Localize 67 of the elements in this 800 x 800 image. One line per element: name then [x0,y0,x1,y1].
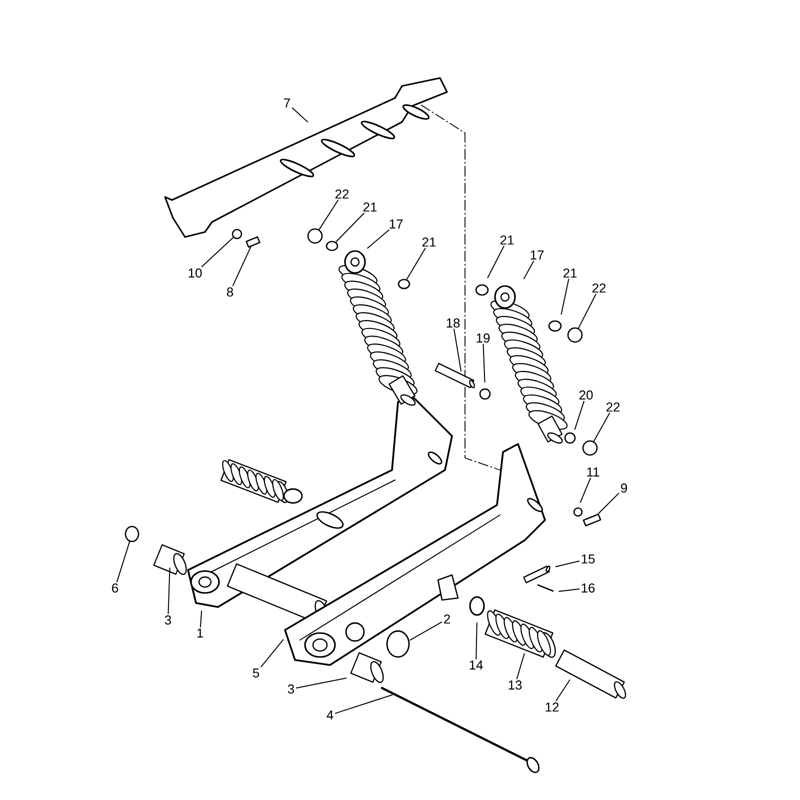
callout-number: 5 [250,666,262,680]
callout-number: 2 [442,612,452,626]
leader-line [410,622,442,641]
callout-number: 21 [361,200,379,214]
leader-line [296,678,347,688]
hardware-part [582,440,598,456]
callout-number: 22 [333,188,351,200]
callout-number: 3 [286,682,296,696]
leader-line [367,230,390,249]
leader-line [487,246,504,278]
leader-line [292,107,308,122]
bolt [246,236,260,248]
callout-number: 22 [590,282,608,294]
callout-number: 9 [618,482,630,494]
leader-line [116,541,130,582]
hardware-part [124,526,140,542]
leader-line [556,680,570,702]
callout-number: 20 [577,388,595,402]
callout-number: 8 [224,286,236,298]
leader-line [200,610,202,628]
callout-number: 1 [194,627,206,639]
callout-number: 10 [186,266,204,280]
leader-line [580,478,591,503]
leader-line [598,492,620,514]
leader-line [516,653,525,680]
leader-line [232,246,252,286]
callout-number: 6 [110,582,120,594]
leader-line [560,278,570,315]
callout-number: 7 [282,97,292,109]
leader-line [318,200,338,230]
callout-number: 14 [467,659,485,671]
leader-line [476,622,478,660]
callout-number: 17 [528,249,546,261]
hardware-part [567,327,583,343]
callout-number: 13 [506,678,524,692]
leader-line [334,694,393,714]
hardware-part [326,240,338,252]
leader-line [523,260,534,280]
callout-number: 3 [162,614,174,626]
callout-number: 22 [604,400,622,414]
leader-line [482,344,486,382]
leader-line [593,412,610,442]
bolt [582,514,602,526]
callout-number: 17 [387,218,405,230]
callout-number: 15 [579,552,597,566]
leader-line [406,248,426,280]
callout-number: 4 [324,709,336,721]
leader-line [454,328,462,372]
hardware-part [307,228,323,244]
callout-number: 16 [579,582,597,594]
callout-number: 11 [584,466,602,478]
leader-line [558,588,580,592]
callout-number: 12 [543,700,561,714]
hardware-part [398,278,410,290]
callout-number: 21 [420,236,438,248]
leader-line [578,294,596,329]
hardware-part [232,228,242,240]
leader-line [574,400,584,430]
callout-number: 18 [444,316,462,330]
leader-line [555,560,580,568]
callout-number: 21 [498,234,516,246]
leader-line [335,212,364,243]
leader-line [168,568,170,614]
callout-number: 19 [474,332,492,344]
leader-line [201,237,234,268]
leader-line [260,639,284,668]
callout-number: 21 [561,266,579,280]
